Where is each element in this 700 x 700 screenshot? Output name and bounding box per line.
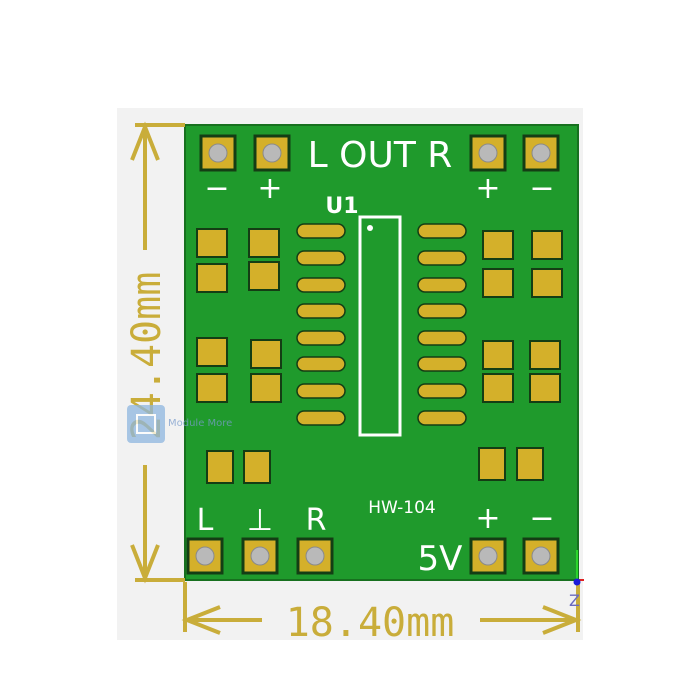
smd-pad xyxy=(529,340,561,370)
power-label: 5V xyxy=(418,539,463,579)
pad-hole xyxy=(208,143,228,163)
top-right-plus: + xyxy=(475,171,500,206)
top-left-plus: + xyxy=(257,171,282,206)
top-left-minus: − xyxy=(204,171,229,206)
ic-pad xyxy=(417,277,467,293)
smd-pad xyxy=(196,373,228,403)
width-dimension-label: 18.40mm xyxy=(286,600,455,646)
pad-hole xyxy=(250,546,270,566)
ic-pad xyxy=(417,330,467,346)
smd-pad xyxy=(206,450,234,484)
watermark: Module More xyxy=(127,405,232,443)
ic-pad xyxy=(296,356,346,372)
pad-hole xyxy=(262,143,282,163)
pad-hole xyxy=(531,143,551,163)
r-label: R xyxy=(306,503,327,538)
smd-pad xyxy=(531,268,563,298)
through-hole-pad xyxy=(522,537,560,575)
smd-pad xyxy=(529,373,561,403)
chip-ref-label: U1 xyxy=(325,194,358,219)
ic-pad xyxy=(296,277,346,293)
pin1-marker xyxy=(367,225,373,231)
ic-pad xyxy=(296,223,346,239)
pad-hole xyxy=(195,546,215,566)
watermark-text: Module More xyxy=(168,418,232,429)
pads xyxy=(186,134,563,575)
ic-pad xyxy=(417,250,467,266)
ic-pad xyxy=(417,383,467,399)
ic-pad xyxy=(417,410,467,426)
smd-pad xyxy=(482,340,514,370)
smd-pad xyxy=(250,339,282,369)
ic-pad xyxy=(417,356,467,372)
top-right-minus: − xyxy=(529,171,554,206)
bottom-right-plus: + xyxy=(475,501,500,536)
watermark-chip-icon xyxy=(127,405,165,443)
smd-pad xyxy=(196,228,228,258)
smd-pad xyxy=(482,230,514,260)
ic-pad xyxy=(417,223,467,239)
smd-pad xyxy=(531,230,563,260)
smd-pad xyxy=(196,337,228,367)
model-label: HW-104 xyxy=(368,498,436,518)
smd-pad xyxy=(248,261,280,291)
out-label: L OUT R xyxy=(308,135,453,176)
ic-pad xyxy=(296,330,346,346)
ic-pad xyxy=(417,303,467,319)
ic-pad xyxy=(296,250,346,266)
pad-hole xyxy=(478,546,498,566)
smd-pad xyxy=(196,263,228,293)
smd-pad xyxy=(250,373,282,403)
pad-hole xyxy=(305,546,325,566)
height-dimension xyxy=(130,121,185,584)
l-label: L xyxy=(197,503,214,538)
pad-hole xyxy=(478,143,498,163)
gnd-label: ⊥ xyxy=(247,503,273,538)
bottom-right-minus: − xyxy=(529,501,554,536)
smd-pad xyxy=(243,450,271,484)
axis-indicator: Z xyxy=(569,550,584,610)
ic-pad xyxy=(296,383,346,399)
ic-pad xyxy=(296,410,346,426)
ic-pad xyxy=(296,303,346,319)
smd-pad xyxy=(478,447,506,481)
pad-hole xyxy=(531,546,551,566)
z-axis-label: Z xyxy=(569,591,580,610)
smd-pad xyxy=(482,268,514,298)
smd-pad xyxy=(516,447,544,481)
smd-pad xyxy=(248,228,280,258)
chip-outline xyxy=(358,215,402,437)
smd-pad xyxy=(482,373,514,403)
width-dimension xyxy=(181,582,582,635)
